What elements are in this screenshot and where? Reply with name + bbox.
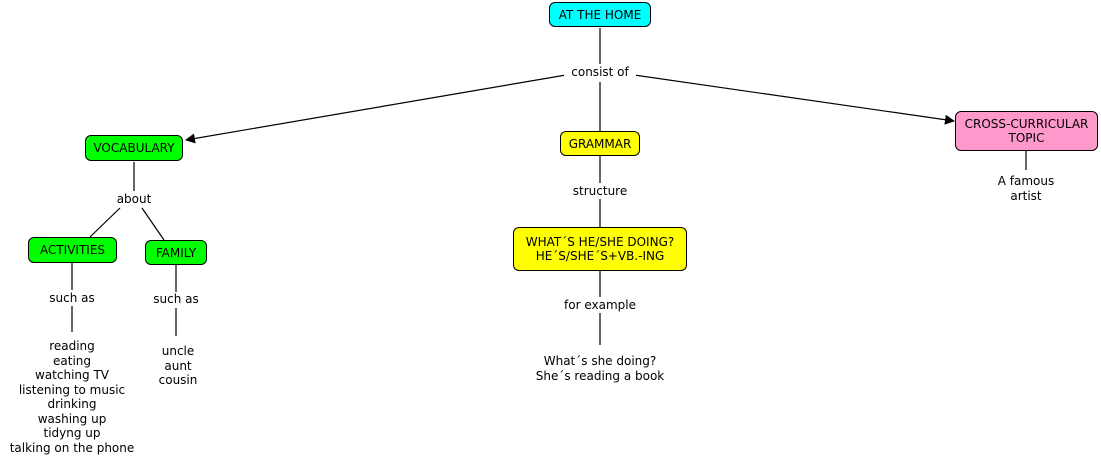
link-for-example: for example — [556, 298, 644, 313]
artist-text: A famous artist — [997, 174, 1055, 203]
edge-about-family — [141, 207, 165, 241]
activities-list: reading eating watching TV listening to … — [9, 339, 135, 455]
link-consist-of: consist of — [564, 65, 636, 80]
link-about: about — [110, 192, 158, 207]
edge-consist-vocabulary — [185, 74, 567, 144]
family-list: uncle aunt cousin — [158, 344, 198, 387]
node-family[interactable]: FAMILY — [145, 240, 207, 265]
node-grammar[interactable]: GRAMMAR — [560, 131, 640, 156]
link-structure: structure — [566, 184, 634, 199]
node-grammar-structure[interactable]: WHAT´S HE/SHE DOING? HE´S/SHE´S+VB.-ING — [513, 227, 687, 271]
node-at-the-home[interactable]: AT THE HOME — [549, 2, 651, 27]
link-activities-such-as: such as — [44, 291, 100, 306]
node-vocabulary[interactable]: VOCABULARY — [85, 135, 183, 161]
example-sentence: What´s she doing? She´s reading a book — [535, 354, 665, 383]
edge-consist-cross — [633, 74, 955, 125]
link-family-such-as: such as — [148, 292, 204, 307]
node-cross-curricular-topic[interactable]: CROSS-CURRICULAR TOPIC — [955, 111, 1098, 151]
node-activities[interactable]: ACTIVITIES — [28, 237, 117, 263]
edge-about-activities — [89, 207, 121, 238]
